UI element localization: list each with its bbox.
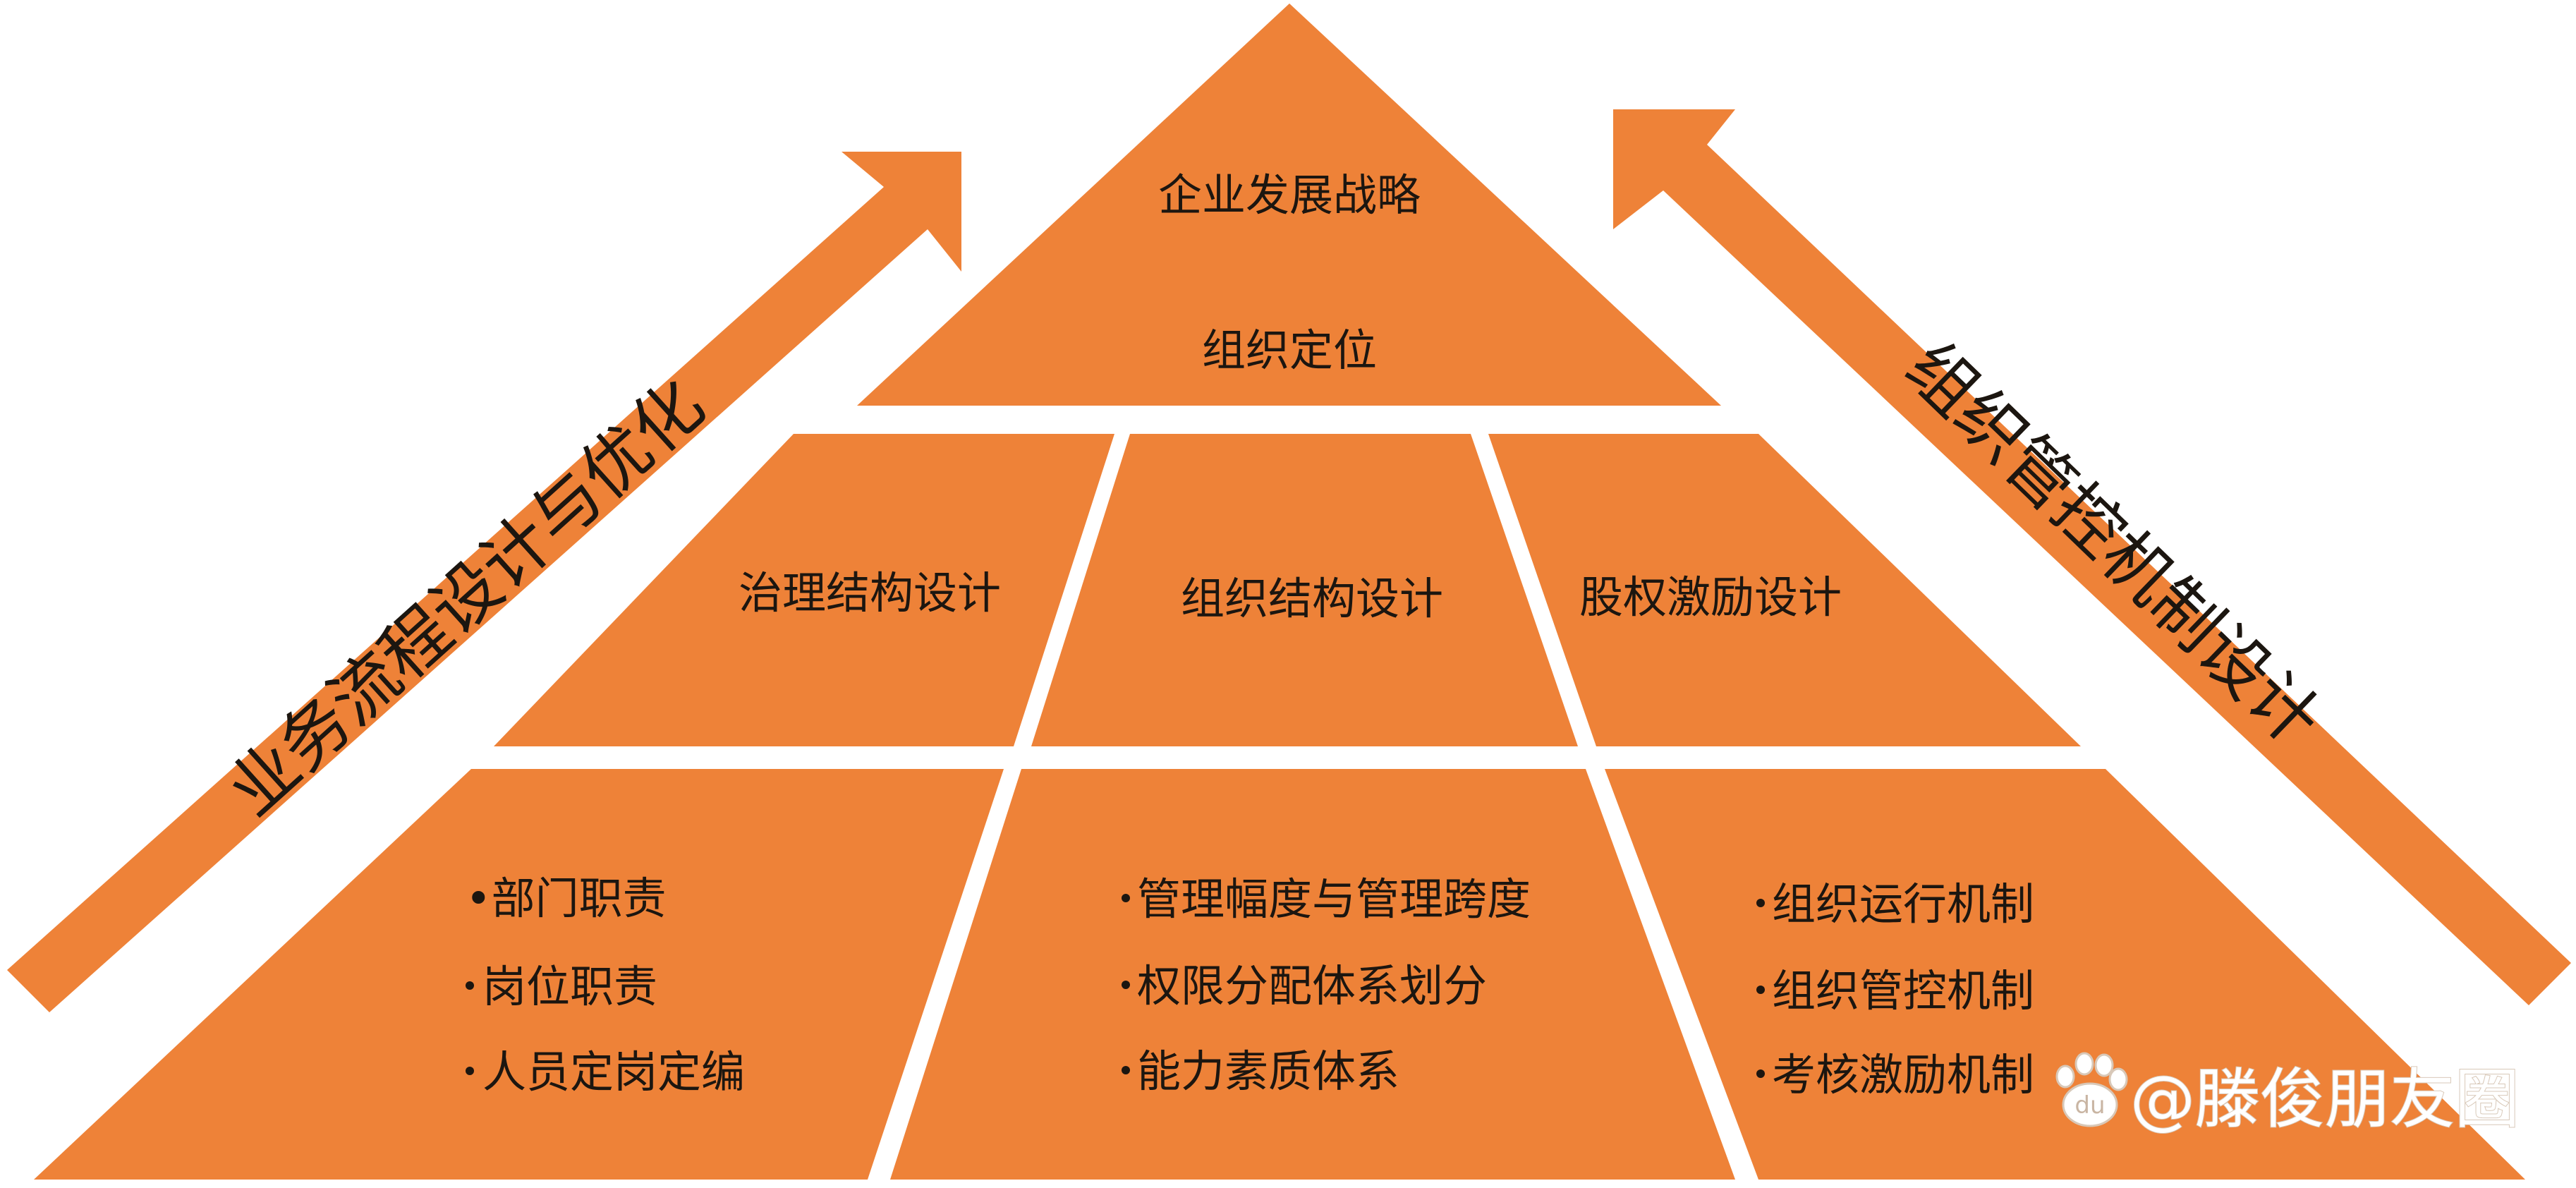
apex-line2: 组织定位 [1202, 325, 1377, 376]
middle-center-segment [1031, 434, 1578, 746]
right-arrow [1613, 109, 2571, 1005]
base-right-item: 组织运行机制 [1772, 878, 2034, 930]
apex-segment [857, 4, 1721, 406]
bullet-dot [466, 1067, 474, 1075]
left-arrow [7, 152, 961, 1012]
base-left-item: •部门职责 [466, 873, 667, 924]
base-right-item: 组织管控机制 [1772, 965, 2034, 1017]
apex-line1: 企业发展战略 [1158, 169, 1421, 221]
middle-left-segment [494, 434, 1114, 746]
middle-center-label: 组织结构设计 [1181, 573, 1443, 624]
bullet-dot [1756, 899, 1765, 907]
bullet-dot [1756, 986, 1765, 994]
paw-logo-icon: du [2055, 1052, 2128, 1127]
base-right-item: 考核激励机制 [1772, 1049, 2034, 1101]
base-center-item: 权限分配体系划分 [1137, 960, 1487, 1012]
middle-left-label: 治理结构设计 [739, 567, 1001, 619]
base-right-segment [1605, 769, 2525, 1180]
bullet-dot [466, 981, 474, 990]
bullet-dot [1122, 981, 1130, 989]
bullet-dot [1122, 1066, 1130, 1074]
base-left-item: 人员定岗定编 [482, 1046, 745, 1098]
watermark-text: @滕俊朋友圈 [2130, 1062, 2520, 1137]
base-center-segment [890, 769, 1735, 1180]
logo-label: du [2074, 1091, 2105, 1120]
bullet-dot [1122, 894, 1130, 902]
base-center-item: 管理幅度与管理跨度 [1137, 873, 1531, 925]
bullet-dot [1756, 1069, 1765, 1078]
base-center-item: 能力素质体系 [1137, 1045, 1399, 1097]
base-left-item: 岗位职责 [482, 961, 657, 1012]
watermark: du @滕俊朋友圈 [2055, 1052, 2520, 1138]
middle-right-label: 股权激励设计 [1579, 571, 1842, 623]
base-left-segment [34, 769, 1004, 1180]
middle-right-segment [1488, 434, 2081, 746]
